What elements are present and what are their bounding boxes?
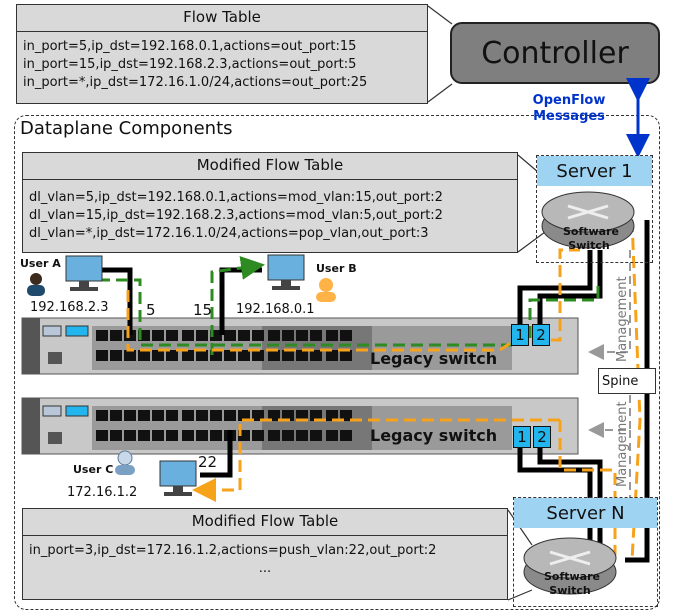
user-b-icon (316, 278, 336, 302)
port-label: 22 (198, 453, 218, 471)
port-label: 5 (146, 301, 156, 319)
switch-bottom-port-2: 2 (533, 426, 551, 448)
openflow-label-line2: Messages (533, 109, 605, 124)
port-number: 2 (537, 428, 547, 446)
divider (23, 179, 517, 180)
modified-flow-table-title: Modified Flow Table (191, 512, 339, 530)
legacy-switch-bottom-label: Legacy switch (370, 426, 498, 445)
flow-rule-ellipsis: ... (258, 561, 272, 576)
flow-table: Flow Table in_port=5,ip_dst=192.168.0.1,… (16, 4, 428, 104)
divider (17, 31, 427, 32)
flow-rule: in_port=5,ip_dst=192.168.0.1,actions=out… (23, 39, 357, 54)
divider (23, 535, 507, 536)
spine-label: Spine (602, 373, 639, 389)
management-label-top: Management (615, 276, 630, 362)
user-b-ip: 192.168.0.1 (236, 302, 315, 317)
spine-box: Spine (598, 368, 656, 394)
port-number: 1 (515, 326, 525, 344)
user-c-ip: 172.16.1.2 (67, 485, 138, 500)
modified-flow-table-title: Modified Flow Table (196, 156, 344, 174)
router-icon-serverN (523, 537, 617, 595)
port-number: 2 (536, 326, 546, 344)
flow-rule: in_port=3,ip_dst=172.16.1.2,actions=push… (29, 543, 437, 558)
software-switch-label-line1: Software (544, 570, 600, 583)
server-1: Server 1 (536, 155, 653, 263)
software-switch-label: Software (563, 225, 619, 238)
software-switch-label-line2: Switch (549, 584, 591, 597)
software-switch-label-line1: Software (563, 225, 619, 238)
switch-top-port-1: 1 (511, 324, 529, 346)
computer-c-icon (159, 460, 197, 496)
flow-rule: in_port=*,ip_dst=172.16.1.0/24,actions=o… (23, 75, 368, 90)
switch-bottom-port-1: 1 (513, 426, 531, 448)
computer-b-icon (267, 254, 305, 290)
switch-top-port-2: 2 (532, 324, 550, 346)
server-n: Server N (513, 497, 658, 607)
software-switch-label: Switch (544, 584, 596, 597)
user-a-name: User A (20, 257, 61, 270)
port-label: 15 (193, 301, 213, 319)
dataplane-container (14, 115, 660, 610)
user-b-name: User B (316, 262, 357, 275)
flow-rule: in_port=15,ip_dst=192.168.2.3,actions=ou… (23, 57, 357, 72)
user-a-icon (27, 273, 45, 296)
flow-rule: dl_vlan=15,ip_dst=192.168.2.3,actions=mo… (29, 208, 443, 223)
server-n-title: Server N (514, 498, 657, 528)
flow-rule: dl_vlan=5,ip_dst=192.168.0.1,actions=mod… (29, 190, 443, 205)
software-switch-label-line2: Switch (568, 239, 610, 252)
management-label-bottom: Management (615, 401, 630, 487)
computer-a-icon (65, 255, 103, 291)
user-c-icon (115, 450, 135, 475)
router-icon-server1 (541, 191, 635, 249)
ports-top (96, 330, 352, 361)
software-switch-label: Software (544, 570, 600, 583)
controller-box: Controller (450, 22, 660, 84)
flow-rule: dl_vlan=*,ip_dst=172.16.1.0/24,actions=p… (29, 226, 429, 241)
flow-table-title: Flow Table (183, 8, 261, 26)
openflow-label-line1: OpenFlow (532, 93, 606, 108)
software-switch-label: Switch (563, 239, 615, 252)
server-1-title: Server 1 (537, 156, 652, 186)
modified-flow-table-bottom: Modified Flow Table in_port=3,ip_dst=172… (22, 508, 508, 600)
user-a-ip: 192.168.2.3 (30, 300, 109, 315)
legacy-switch-top-label: Legacy switch (370, 349, 498, 368)
management-lines (588, 250, 631, 505)
user-c-name: User C (73, 463, 114, 476)
dataplane-title: Dataplane Components (20, 118, 233, 139)
port-number: 1 (517, 428, 527, 446)
modified-flow-table-top: Modified Flow Table dl_vlan=5,ip_dst=192… (22, 152, 518, 253)
controller-label: Controller (481, 35, 629, 71)
openflow-label: OpenFlow Messages (521, 93, 617, 125)
